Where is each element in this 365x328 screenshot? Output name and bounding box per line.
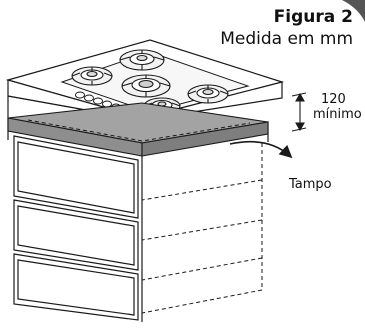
- page-corner-accent: [342, 0, 365, 22]
- control-knobs: [75, 91, 121, 111]
- cutout-outline: [27, 119, 251, 142]
- cooktop-burner-grates-icon: [71, 49, 229, 115]
- figure-title: Figura 2: [273, 7, 353, 27]
- countertop-side: [141, 121, 269, 157]
- drawer-bottom: [13, 253, 139, 321]
- burner-center-wok: [121, 74, 171, 98]
- curved-callout-arrow-icon: [229, 140, 293, 159]
- burner-back-center: [119, 49, 165, 71]
- burner-back-left: [71, 66, 113, 86]
- burner-right: [187, 84, 229, 104]
- cabinet-drawers-icon: [13, 135, 139, 321]
- drawer-middle: [13, 199, 139, 271]
- dimension-value: 120: [321, 92, 346, 107]
- figure-subtitle: Medida em mm: [220, 29, 353, 49]
- dimension-qualifier: mínimo: [313, 107, 362, 122]
- drawer-top: [13, 135, 139, 219]
- dimension-arrow-icon: [291, 92, 307, 132]
- tampo-label: Tampo: [289, 177, 332, 192]
